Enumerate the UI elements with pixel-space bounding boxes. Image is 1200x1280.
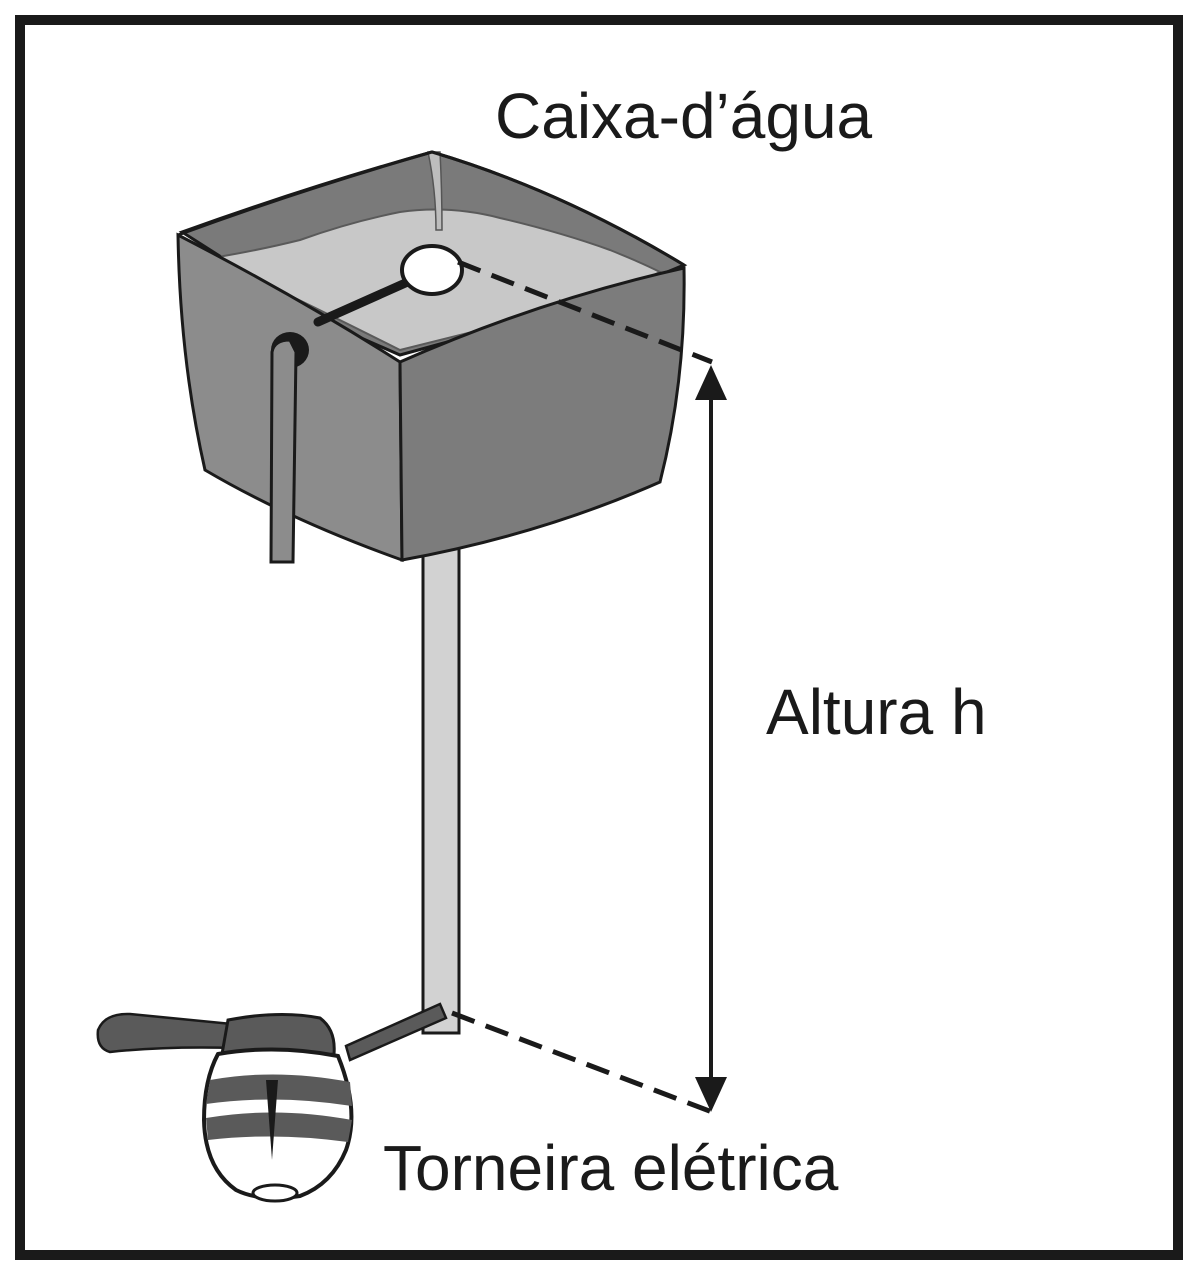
faucet-stripe-lower — [206, 1112, 352, 1142]
float-ball — [400, 244, 464, 296]
height-arrow-head-top — [695, 365, 727, 400]
bottom-reference-line — [451, 1010, 713, 1115]
tank-rim — [177, 150, 685, 267]
height-arrow — [695, 365, 727, 1112]
faucet-stripe-upper — [206, 1074, 352, 1106]
height-arrow-head-bottom — [695, 1077, 727, 1112]
inlet-stream — [427, 151, 443, 231]
water-tank — [176, 150, 688, 564]
height-label: Altura h — [766, 676, 987, 748]
faucet-connector-pipe — [344, 1002, 448, 1062]
faucet-label: Torneira elétrica — [383, 1132, 839, 1204]
faucet-highlight — [266, 1080, 278, 1160]
tank-front-wall — [398, 266, 686, 562]
top-reference-line — [457, 259, 713, 365]
electric-faucet — [96, 1012, 354, 1203]
supply-pipe — [421, 543, 461, 1035]
overflow-pipe — [269, 338, 298, 564]
tank-label: Caixa-d’água — [495, 80, 873, 152]
faucet-lever — [96, 1012, 238, 1054]
faucet-nozzle — [251, 1183, 299, 1203]
